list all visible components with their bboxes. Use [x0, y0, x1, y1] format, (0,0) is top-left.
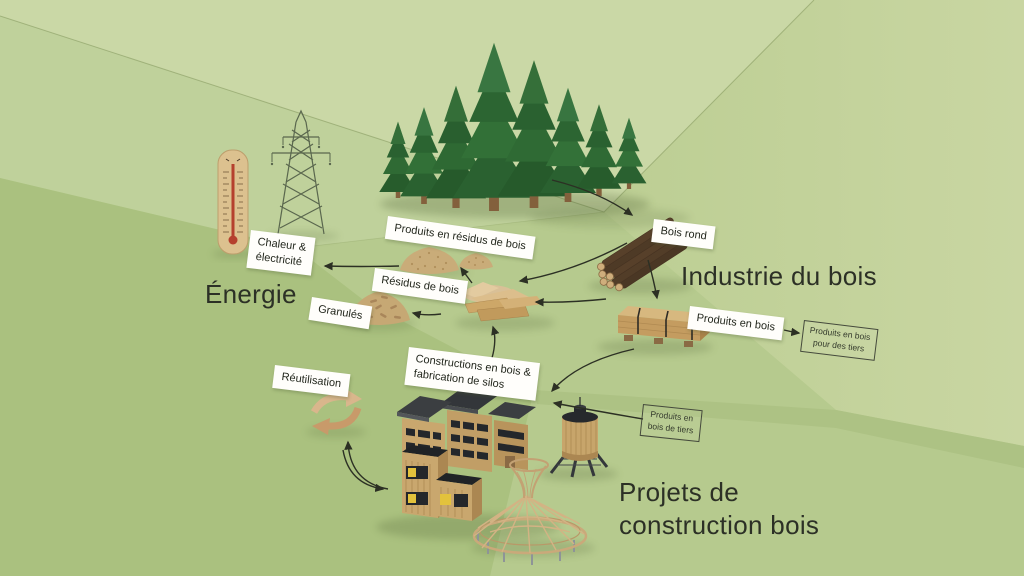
- apartment-building-illustration: [397, 388, 536, 472]
- pellet-pile-large-illustration: [400, 247, 459, 274]
- heading-wood-industry: Industrie du bois: [681, 261, 877, 291]
- heading-construction-projects: Projets de construction bois: [619, 476, 819, 541]
- thermometer-icon: [217, 149, 249, 255]
- power-pylon-icon: [270, 109, 332, 235]
- heading-energy: Énergie: [205, 279, 297, 309]
- modular-building-illustration: [402, 445, 482, 521]
- forest-trees-illustration: [379, 42, 647, 211]
- label-heat-electricity: Chaleur & électricité: [246, 230, 316, 276]
- label-third-party-wood-products: Produits en bois de tiers: [639, 404, 703, 442]
- flow-arrows: [323, 179, 801, 493]
- timber-pavilion-illustration: [472, 458, 588, 565]
- wood-chips-illustration: [461, 282, 543, 322]
- heading-construction-line2: construction bois: [619, 509, 820, 540]
- heading-construction-line1: Projets de: [619, 477, 740, 507]
- silo-tower-illustration: [549, 397, 609, 478]
- pellet-pile-small-illustration: [459, 253, 493, 270]
- lumber-bundle-illustration: [617, 306, 710, 347]
- recycle-arrows-icon: [310, 389, 362, 435]
